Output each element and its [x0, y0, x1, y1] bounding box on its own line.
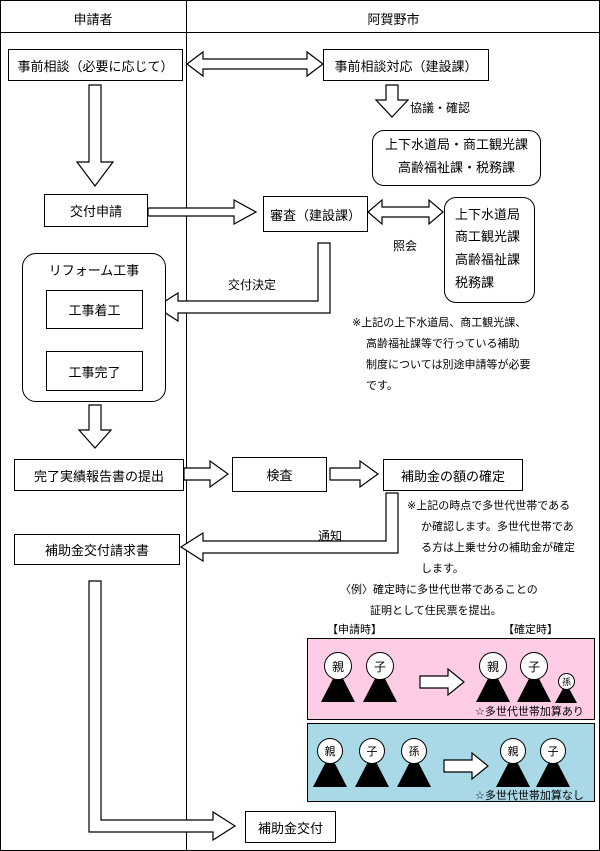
subsidy-grant-box: 補助金交付 [245, 811, 336, 843]
result-without-bonus: ☆多世代世帯加算なし [475, 789, 584, 802]
applicant-column-header: 申請者 [73, 13, 113, 28]
bent-arrow-notice [179, 492, 399, 563]
child-figure: 子 [366, 652, 394, 680]
right-arrow-completion [183, 459, 230, 489]
prior-consult-box: 事前相談（必要に応じて） [8, 49, 183, 81]
consult-label: 協議・確認 [410, 101, 471, 115]
parent-figure: 親 [324, 652, 352, 680]
header-rule [0, 32, 600, 33]
completion-report-box: 完了実績報告書の提出 [14, 459, 184, 491]
amount-fixed-box: 補助金の額の確定 [383, 459, 523, 491]
right-arrow-example [419, 667, 465, 697]
right-arrow-inspection [329, 459, 380, 489]
dept-line: 上下水道局・商工観光課 [384, 138, 528, 154]
child-figure: 子 [359, 738, 385, 764]
example-without-bonus-panel: 親 子 孫 親 子 ☆多世代世帯加算なし [307, 723, 595, 802]
note-multigeneration: ※上記の時点で多世代世帯である か確認します。多世代世帯であ る方は上乗せ分の補… [407, 499, 575, 575]
column-divider [186, 0, 187, 851]
construction-start-box: 工事着工 [46, 290, 143, 329]
down-arrow-consult [374, 84, 410, 118]
subsidy-request-box: 補助金交付請求書 [14, 534, 180, 565]
departments-box-2: 上下水道局 商工観光課 高齢福祉課 税務課 [444, 197, 535, 303]
child-figure: 子 [540, 738, 566, 764]
right-arrow-example [443, 751, 489, 781]
application-box: 交付申請 [44, 194, 148, 227]
parent-figure: 親 [500, 738, 526, 764]
inspection-box: 検査 [232, 457, 327, 492]
inquiry-label: 照会 [393, 239, 418, 253]
dept-line: 上下水道局 [455, 207, 521, 223]
result-with-bonus: ☆多世代世帯加算あり [475, 705, 584, 718]
departments-box-1: 上下水道局・商工観光課 高齢福祉課・税務課 [372, 130, 541, 186]
notice-label: 通知 [318, 529, 343, 543]
parent-figure: 親 [479, 652, 507, 680]
down-arrow-2 [77, 404, 113, 449]
note-departments: ※上記の上下水道局、商工観光課、 高齢福祉課等で行っている補助 制度については別… [352, 316, 531, 392]
at-application-label: 【申請時】 [327, 623, 382, 636]
parent-figure: 親 [317, 738, 343, 764]
dept-line: 高齢福祉課・税務課 [397, 161, 515, 176]
down-arrow-1 [75, 84, 115, 187]
grandchild-figure: 孫 [558, 673, 575, 690]
construction-done-box: 工事完了 [46, 351, 143, 391]
review-box: 審査（建設課） [263, 196, 368, 232]
decision-label: 交付決定 [228, 278, 277, 292]
city-column-header: 阿賀野市 [367, 13, 420, 28]
prior-consult-response-box: 事前相談対応（建設課） [323, 49, 489, 81]
reform-work-title: リフォーム工事 [48, 264, 140, 279]
double-arrow-consult [186, 50, 324, 78]
grandchild-figure: 孫 [401, 738, 427, 764]
double-arrow-inquiry [367, 198, 444, 226]
at-confirmation-label: 【確定時】 [503, 623, 558, 636]
dept-line: 税務課 [455, 275, 495, 291]
child-figure: 子 [520, 652, 548, 680]
example-with-bonus-panel: 親 子 親 子 孫 ☆多世代世帯加算あり [307, 638, 595, 720]
bent-arrow-grant [88, 580, 237, 842]
bent-arrow-decision [154, 242, 331, 323]
dept-line: 商工観光課 [455, 230, 521, 246]
right-arrow-application [147, 198, 258, 226]
dept-line: 高齢福祉課 [455, 253, 521, 268]
example-note: 〈例〉確定時に多世代世帯であることの 証明として住民票を提出。 [340, 583, 538, 617]
